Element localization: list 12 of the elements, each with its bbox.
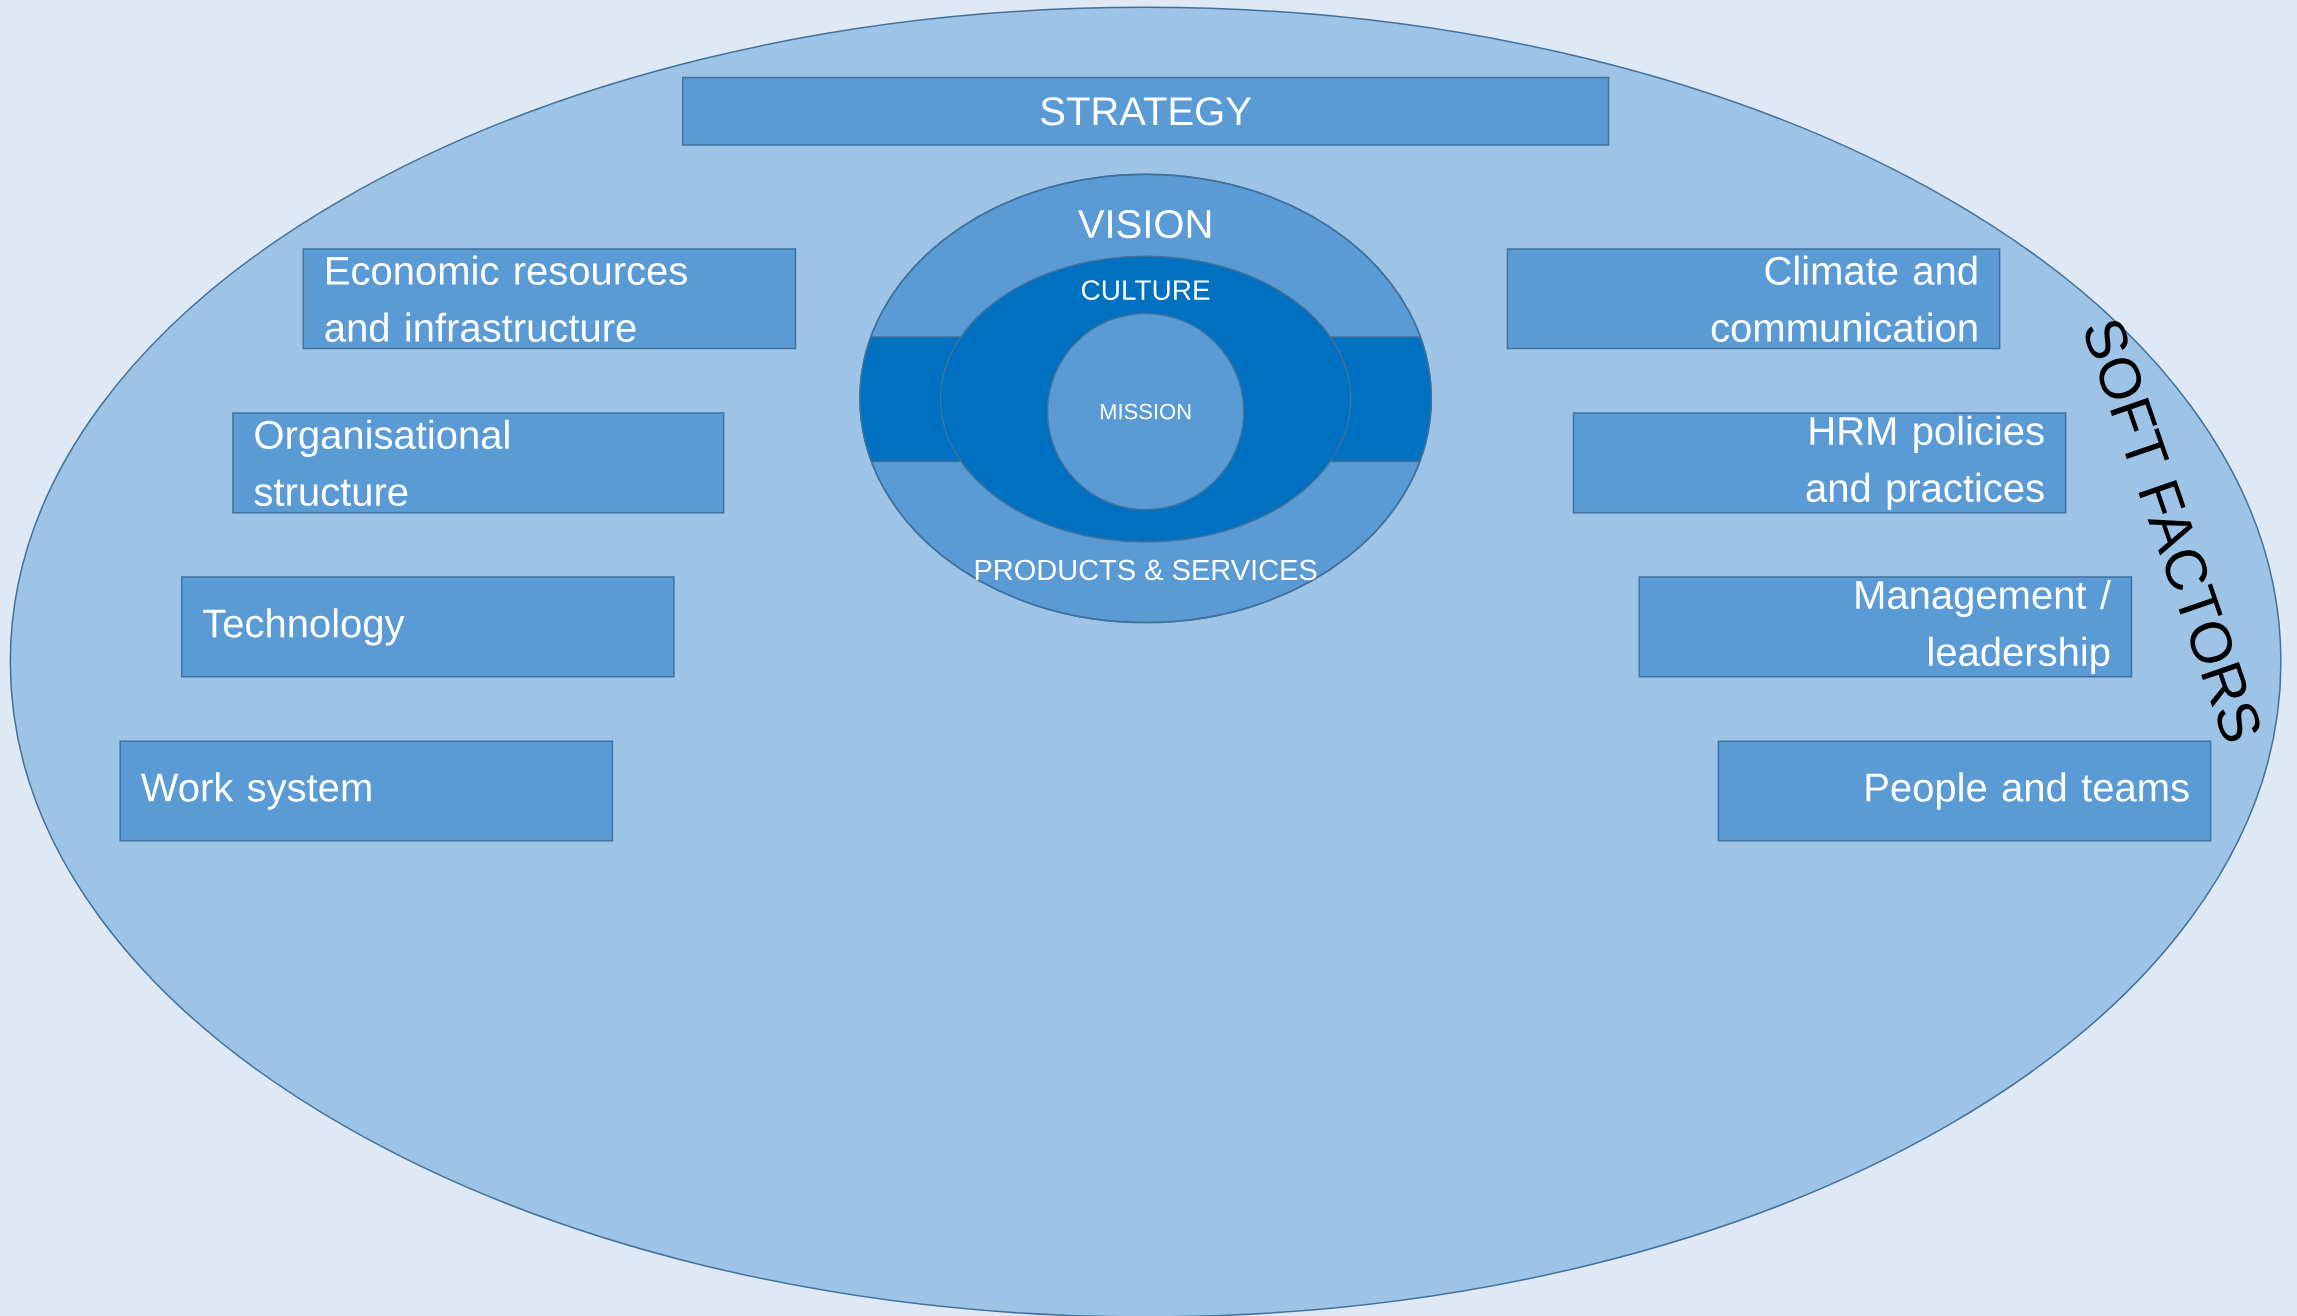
oval-label: VISION [1078,209,1211,239]
text-box: Economic resources and infrastructure [302,248,797,350]
text-box: Work system [119,740,614,842]
text-box: Management / leadership [1638,576,2133,678]
text-box: Technology [180,576,675,678]
text-box: Organisational structure [232,412,725,514]
text-box: Climate and communication [1506,248,2001,350]
text-box: People and teams [1717,740,2212,842]
text-box: HRM policies and practices [1572,412,2067,514]
oval-label: PRODUCTS & SERVICES [975,559,1317,581]
text-box: STRATEGY [681,76,1610,146]
ellipse-label: CULTURE [1081,280,1210,300]
